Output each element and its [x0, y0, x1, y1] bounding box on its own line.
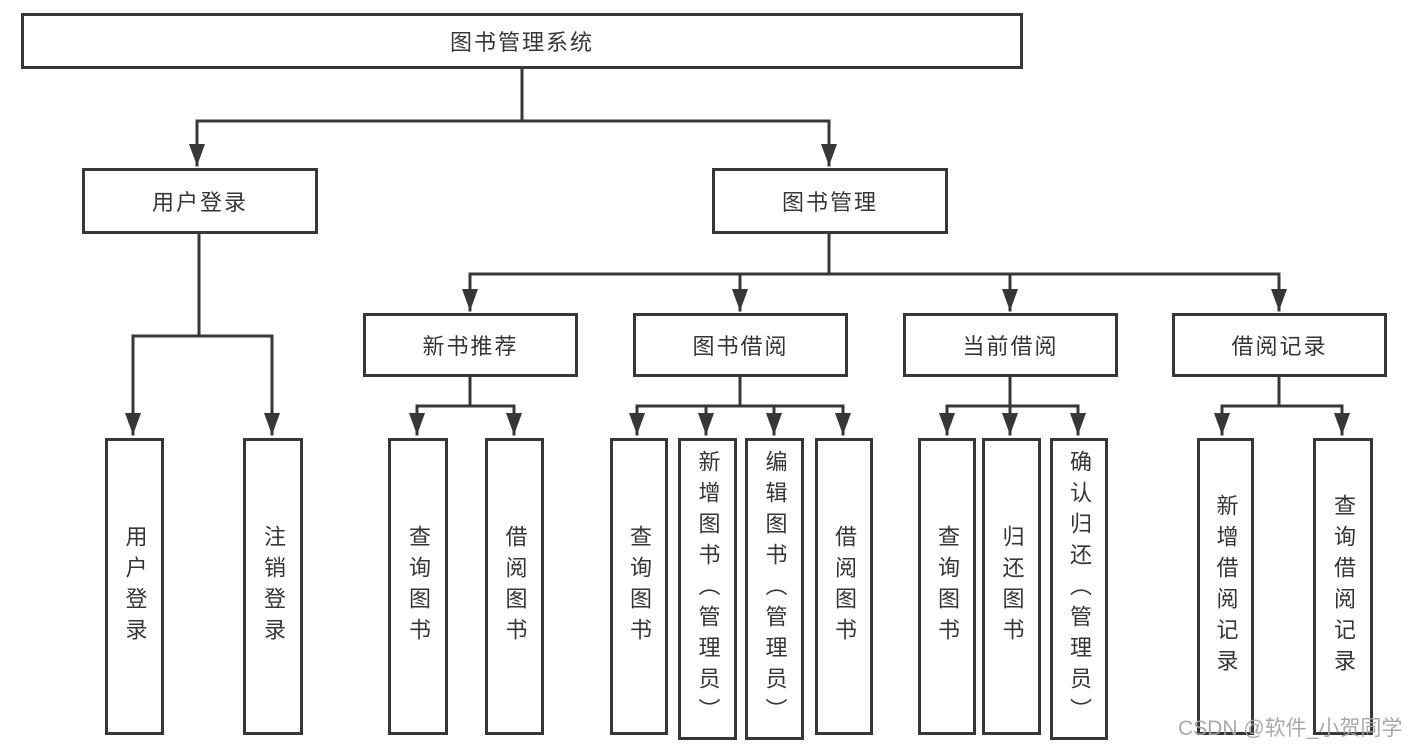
- node-user-login: 用户登录: [82, 168, 318, 234]
- leaf-query-books-recommend: 查询图书: [388, 438, 448, 735]
- node-current-borrowing: 当前借阅: [903, 313, 1118, 377]
- node-book-management: 图书管理: [712, 168, 948, 234]
- leaf-add-book-admin: 新增图书（管理员）: [678, 438, 737, 740]
- csdn-watermark: CSDN @软件_小贺同学: [1178, 717, 1403, 740]
- leaf-edit-book-admin: 编辑图书（管理员）: [745, 438, 804, 740]
- leaf-return-book: 归还图书: [982, 438, 1041, 735]
- leaf-query-borrow-record: 查询借阅记录: [1313, 438, 1373, 735]
- node-library-system: 图书管理系统: [21, 13, 1023, 69]
- node-borrow-records: 借阅记录: [1172, 313, 1387, 377]
- leaf-add-borrow-record: 新增借阅记录: [1197, 438, 1254, 735]
- leaf-borrow-books-recommend: 借阅图书: [485, 438, 544, 735]
- node-book-borrowing: 图书借阅: [633, 313, 848, 377]
- leaf-user-login: 用户登录: [105, 438, 164, 735]
- leaf-confirm-return-admin: 确认归还（管理员）: [1050, 438, 1108, 740]
- leaf-borrow-books-borrowing: 借阅图书: [815, 438, 873, 735]
- leaf-query-books-current: 查询图书: [918, 438, 976, 735]
- leaf-logout: 注销登录: [243, 438, 303, 735]
- leaf-query-books-borrowing: 查询图书: [610, 438, 668, 735]
- node-new-book-recommend: 新书推荐: [363, 313, 578, 377]
